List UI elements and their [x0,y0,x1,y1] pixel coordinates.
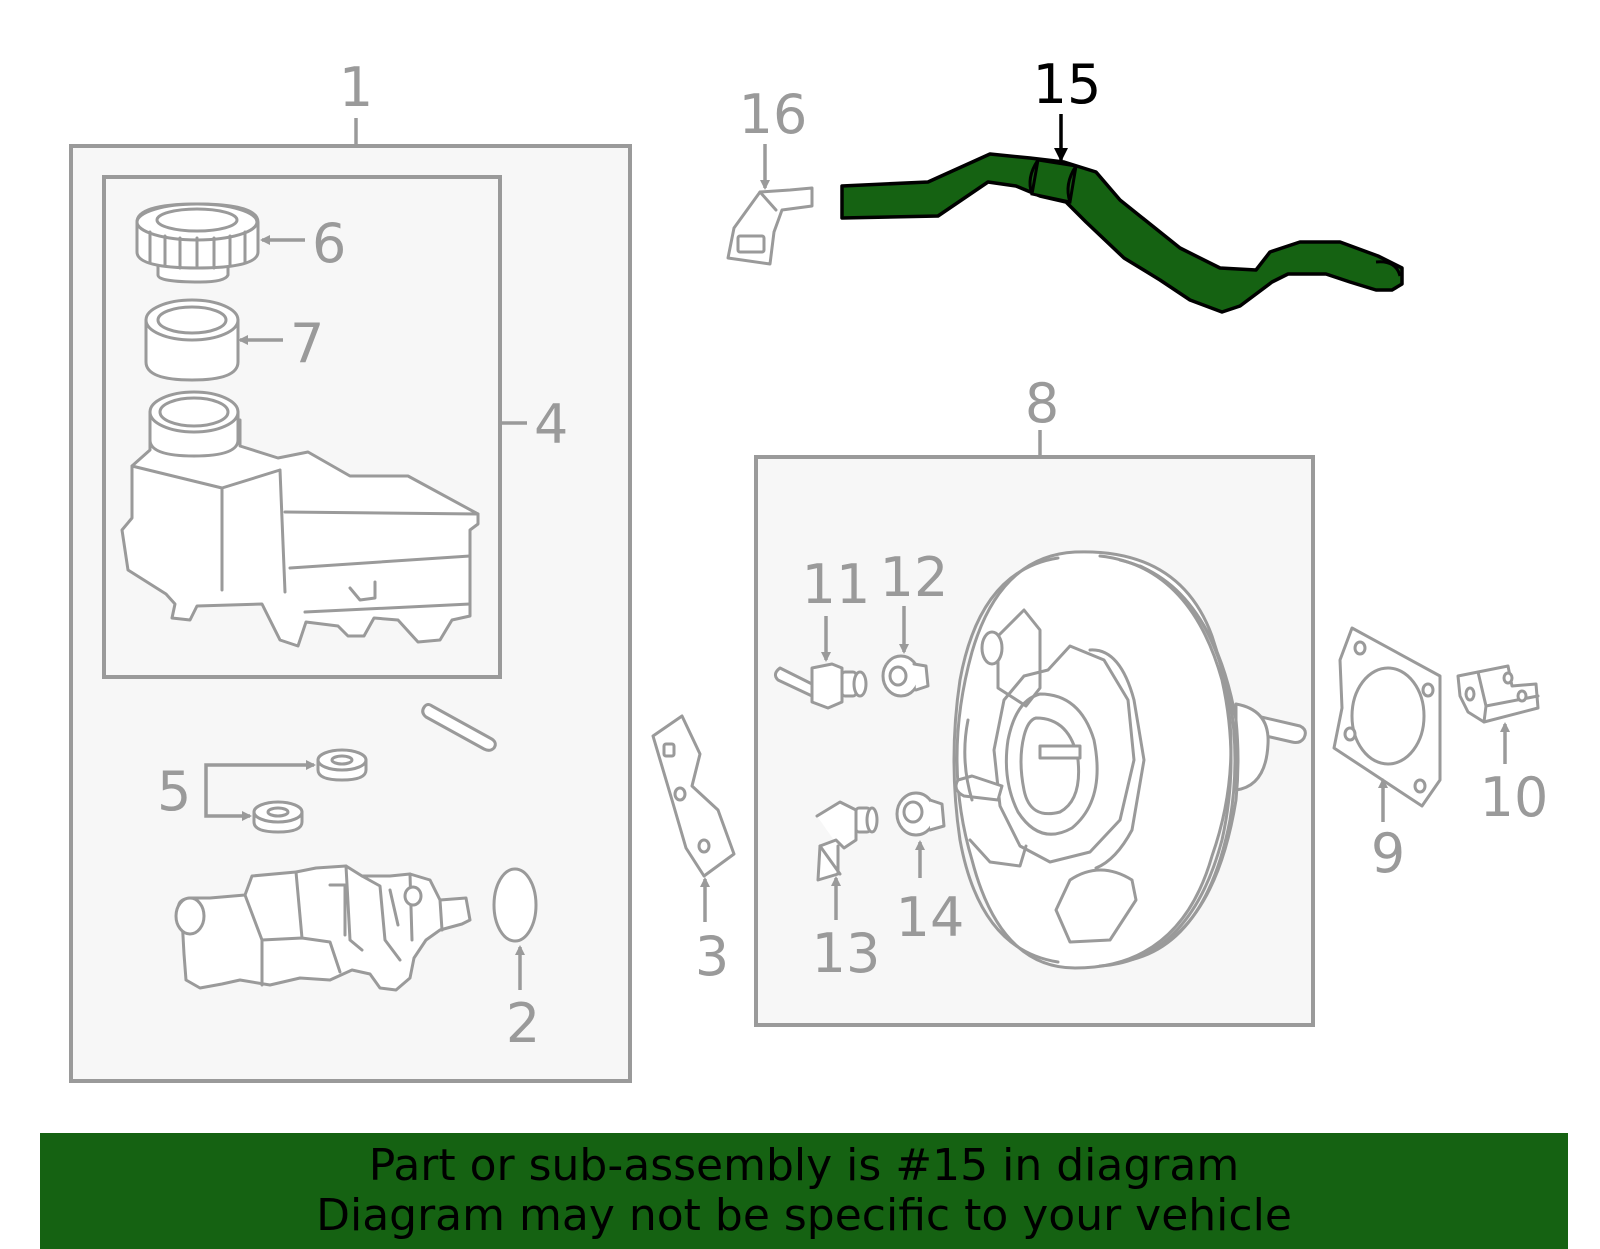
callout-15: 15 [1033,53,1102,116]
callout-2: 2 [506,992,540,1055]
clip-bracket-part [1456,664,1540,724]
callout-6: 6 [312,212,346,275]
vacuum-hose-part-highlighted[interactable] [840,152,1404,314]
reservoir-strainer-part [144,298,240,382]
callout-16: 16 [739,83,808,146]
o-ring-part [492,867,538,943]
reservoir-body-part [120,390,480,648]
sensor-part [815,800,879,882]
grommet-14-part [895,791,946,837]
banner-line-1: Part or sub-assembly is #15 in diagram [368,1140,1240,1191]
bracket-part [651,714,736,878]
callout-5: 5 [157,760,191,823]
callout-3: 3 [695,925,729,988]
grommet-12-part [881,654,930,698]
callout-4: 4 [534,393,568,456]
callout-7: 7 [290,312,324,375]
master-cylinder-part [174,864,472,992]
gasket-part [1332,626,1442,808]
brake-booster-part [952,550,1307,970]
info-banner: Part or sub-assembly is #15 in diagram D… [40,1133,1568,1249]
callout-10: 10 [1480,766,1549,829]
callout-11: 11 [802,553,871,616]
callout-9: 9 [1371,822,1405,885]
callout-14: 14 [896,886,965,949]
grommet-parts [252,748,368,834]
banner-line-2: Diagram may not be specific to your vehi… [316,1190,1292,1241]
brake-booster-group: 8 11 12 13 [754,372,1315,1027]
callout-8: 8 [1025,372,1059,435]
pin-part [421,703,497,752]
hose-clip-part [726,186,814,266]
master-cylinder-group: 1 4 6 7 [69,56,632,1083]
callout-13: 13 [812,922,881,985]
callout-1: 1 [339,56,373,119]
check-valve-part [773,662,868,710]
callout-12: 12 [880,546,949,609]
reservoir-cap-part [135,202,260,284]
